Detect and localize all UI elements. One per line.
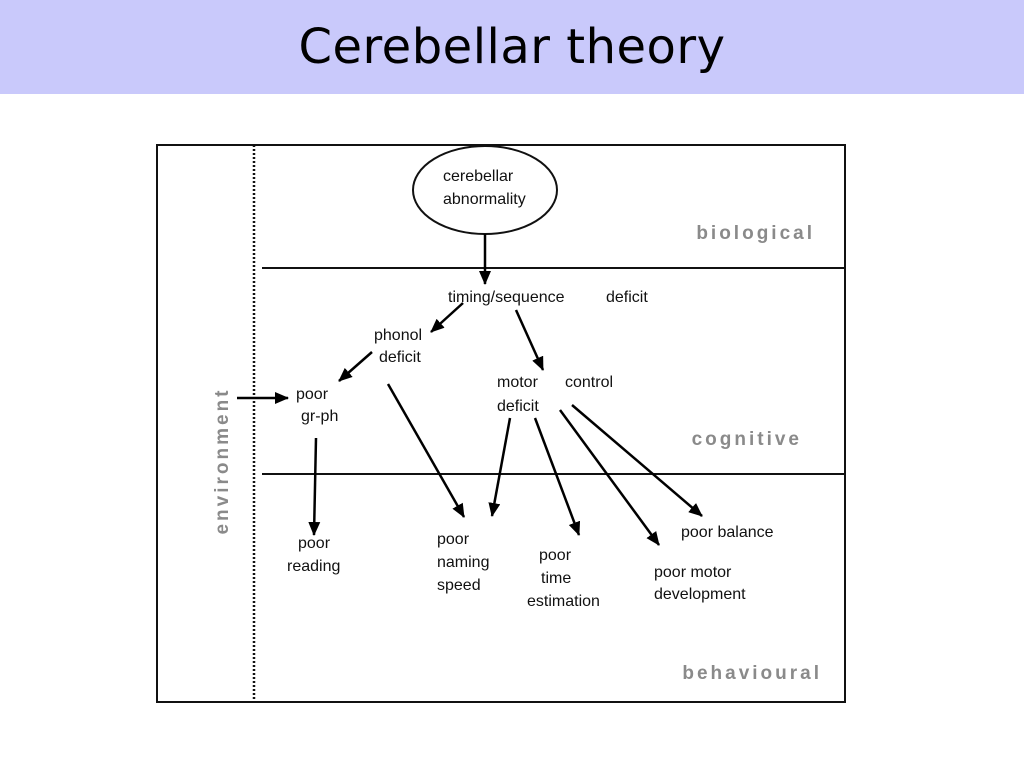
node-label: deficit [606, 289, 648, 306]
node-poor-balance: poor balance [681, 524, 774, 541]
node-motor-control-deficit: motor control deficit [497, 374, 613, 415]
node-timing-sequence-deficit: timing/sequence deficit [448, 289, 648, 306]
node-label: poor [539, 547, 572, 564]
arrow-motor-to-time-estimation [533, 417, 581, 536]
node-label: poor [437, 531, 470, 548]
node-label: cerebellar [443, 168, 514, 185]
arrow-phonol-to-naming-speed [386, 383, 466, 518]
node-label: deficit [379, 349, 421, 366]
node-label: gr-ph [301, 408, 338, 425]
arrow-motor-to-naming-speed [488, 417, 512, 517]
arrow-gr-ph-to-reading [308, 437, 321, 536]
node-label: time [541, 570, 571, 587]
node-label: abnormality [443, 191, 526, 208]
level-label-cognitive: cognitive [692, 429, 802, 450]
arrow-motor-to-motor-development [558, 409, 661, 546]
node-cerebellar-abnormality: cerebellar abnormality [412, 145, 558, 235]
node-label: speed [437, 577, 481, 594]
node-label: deficit [497, 398, 539, 415]
arrows [237, 234, 703, 546]
node-label: estimation [527, 593, 600, 610]
node-label: poor motor [654, 564, 732, 581]
node-poor-gr-ph: poor gr-ph [296, 386, 338, 425]
node-label: poor [296, 386, 329, 403]
node-label: poor [298, 535, 331, 552]
node-label: phonol [374, 327, 422, 344]
node-label: naming [437, 554, 489, 571]
slide-title: Cerebellar theory [298, 19, 726, 75]
node-label: control [565, 374, 613, 391]
environment-label: environment [212, 387, 233, 534]
node-poor-motor-development: poor motor development [654, 564, 746, 603]
node-label: motor [497, 374, 539, 391]
arrow-phonol-to-gr-ph [338, 351, 373, 382]
title-bar [0, 0, 1024, 94]
level-label-behavioural: behavioural [682, 663, 822, 684]
arrow-timing-to-phonol [430, 302, 464, 333]
node-label: poor balance [681, 524, 774, 541]
node-label: reading [287, 558, 340, 575]
level-label-biological: biological [696, 223, 815, 244]
diagram-frame [156, 144, 846, 703]
node-label: timing/sequence [448, 289, 565, 306]
node-poor-time-estimation: poor time estimation [527, 547, 600, 610]
node-ellipse [412, 145, 558, 235]
node-poor-reading: poor reading [287, 535, 340, 575]
arrow-motor-to-balance [571, 404, 703, 517]
node-label: development [654, 586, 746, 603]
node-phonol-deficit: phonol deficit [374, 327, 422, 366]
node-poor-naming-speed: poor naming speed [437, 531, 489, 594]
arrow-timing-to-motor-control [514, 309, 545, 371]
